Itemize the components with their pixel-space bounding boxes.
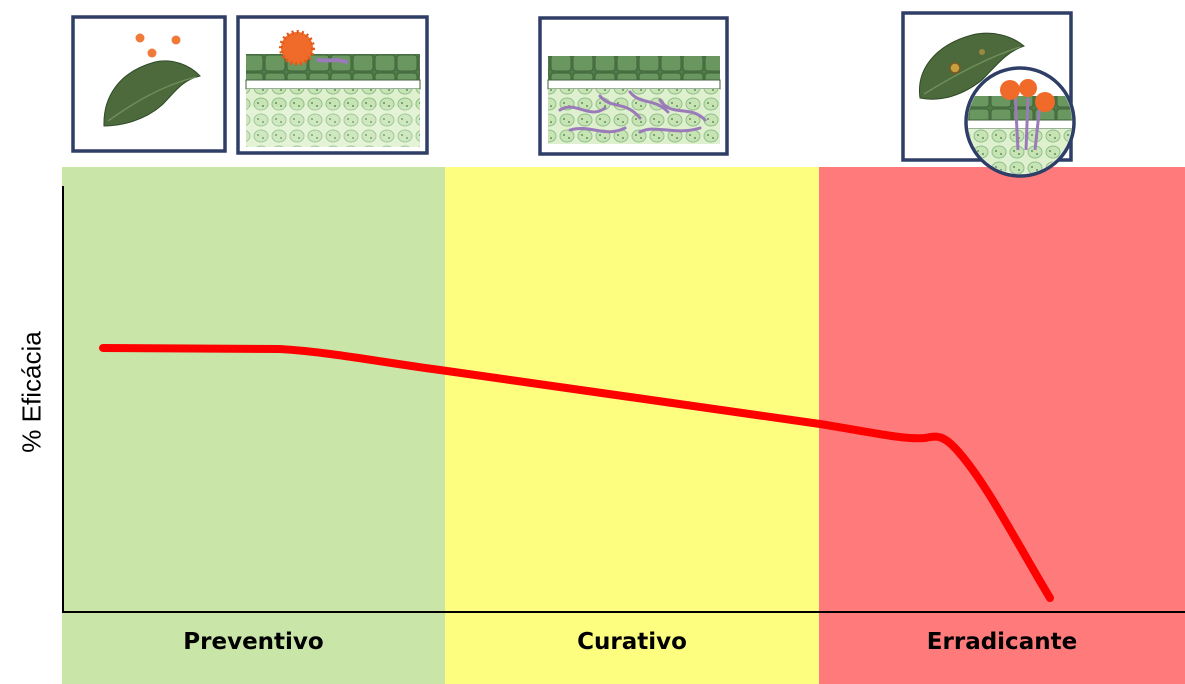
x-axis	[62, 611, 1185, 613]
phase-label-preventivo: Preventivo	[183, 629, 324, 655]
spore-germinating-on-tissue-icon	[236, 15, 429, 155]
phase-label-erradicante: Erradicante	[926, 629, 1078, 655]
phase-band-curativo	[445, 167, 819, 684]
hyphae-in-tissue-icon	[538, 16, 729, 156]
phase-label-curativo: Curativo	[577, 629, 687, 655]
y-axis	[62, 186, 64, 613]
efficacy-curve	[99, 344, 1054, 602]
diseased-leaf-sporulation-icon	[901, 11, 1076, 178]
leaf-with-spores-icon	[71, 15, 227, 153]
phase-band-preventivo	[62, 167, 445, 684]
phase-band-erradicante	[819, 167, 1185, 684]
